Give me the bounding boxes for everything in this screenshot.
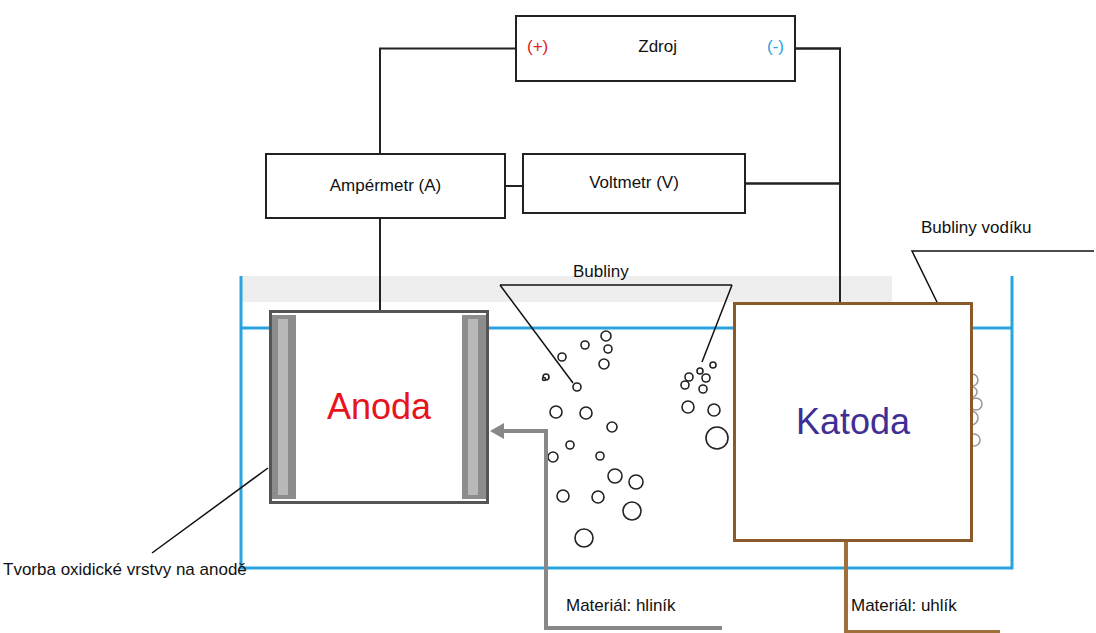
material-label: Materiál: hliník	[566, 596, 676, 616]
bubble	[708, 404, 720, 416]
cathode-electrode: Katoda	[733, 302, 973, 542]
bubble	[557, 490, 569, 502]
material-pointer-al	[490, 423, 722, 628]
tank-wall	[241, 276, 1012, 568]
bubble	[607, 422, 617, 432]
bubble	[573, 383, 581, 391]
ammeter-box: Ampérmetr (A)	[265, 153, 506, 219]
bubble	[682, 401, 694, 413]
bubble	[580, 407, 592, 419]
bubble	[596, 452, 604, 460]
bubble	[581, 341, 589, 349]
bubble	[599, 359, 609, 369]
bubble	[575, 529, 593, 547]
bubble	[550, 406, 562, 418]
bubble	[685, 373, 693, 381]
wire	[380, 219, 381, 310]
bubble	[558, 353, 566, 361]
source-title: Zdroj	[638, 37, 677, 57]
bubble	[592, 491, 604, 503]
bubble	[629, 475, 643, 489]
voltmeter-box: Voltmetr (V)	[522, 153, 746, 214]
box-label: Voltmetr (V)	[589, 173, 679, 193]
bubble	[601, 331, 611, 341]
terminal-sign: (+)	[527, 37, 548, 57]
bubble	[702, 374, 710, 382]
bubble	[608, 469, 622, 483]
bubble	[623, 502, 641, 520]
anode-electrode: Anoda	[269, 310, 489, 504]
bubble	[710, 362, 716, 368]
box-label: Ampérmetr (A)	[330, 176, 441, 196]
bubble	[706, 427, 728, 449]
wire	[380, 49, 515, 154]
bubble	[543, 378, 546, 381]
bubble	[543, 374, 549, 380]
box-label: Katoda	[796, 400, 910, 443]
wire	[506, 186, 522, 187]
callout-label: Bubliny	[573, 262, 629, 282]
bubble	[697, 368, 703, 374]
power-source-box: (+) Zdroj (-)	[515, 15, 796, 82]
bubble	[681, 381, 689, 389]
callout-label: Bubliny vodíku	[921, 218, 1032, 238]
bubble	[566, 441, 574, 449]
material-label: Materiál: uhlík	[851, 596, 957, 616]
callout-label: Tvorba oxidické vrstvy na anodě	[3, 560, 247, 580]
terminal-sign: (-)	[767, 37, 784, 57]
bubble	[548, 452, 558, 462]
leader-lines	[152, 251, 1094, 553]
bubble	[604, 345, 612, 353]
wire	[796, 49, 840, 303]
bubble	[699, 385, 707, 393]
electrolyte-band	[242, 276, 892, 302]
box-label: Anoda	[327, 385, 431, 428]
wire	[746, 184, 840, 303]
